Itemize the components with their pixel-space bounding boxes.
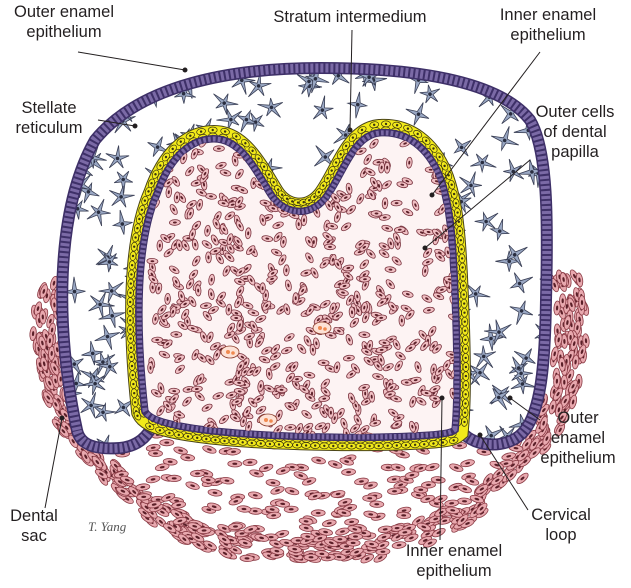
stellate-cell — [537, 64, 561, 89]
cell — [575, 273, 583, 288]
cell — [213, 146, 224, 152]
label-outer-enamel-epithelium-top: Outer enamel epithelium — [0, 2, 128, 42]
cell — [152, 337, 163, 343]
cell — [382, 198, 388, 209]
cell — [293, 293, 299, 304]
cell — [169, 219, 180, 225]
cell — [349, 307, 355, 318]
cell — [197, 527, 211, 534]
cell — [579, 296, 586, 310]
cell — [173, 446, 188, 456]
label-cervical-loop: Cervical loop — [515, 505, 607, 545]
label-outer-enamel-epithelium-right: Outer enamel epithelium — [526, 408, 630, 468]
cell — [322, 519, 337, 528]
cell — [359, 276, 370, 283]
cell — [391, 200, 402, 206]
cell — [167, 475, 181, 481]
cell — [324, 244, 335, 250]
cell — [318, 360, 329, 366]
cell — [275, 466, 290, 476]
cell — [371, 210, 382, 216]
cell — [260, 283, 266, 294]
cell — [457, 498, 471, 505]
capillary — [221, 346, 239, 358]
cell — [560, 294, 566, 308]
cell — [185, 480, 200, 490]
cell — [421, 481, 435, 488]
cell — [284, 486, 299, 496]
cell — [275, 500, 290, 508]
label-dental-sac: Dental sac — [4, 506, 64, 546]
cell — [384, 162, 390, 173]
cell — [328, 407, 334, 418]
cell — [464, 476, 479, 486]
cell — [370, 501, 384, 508]
cell — [444, 499, 459, 507]
cell — [399, 315, 405, 326]
cell — [561, 375, 567, 389]
capillary — [259, 414, 277, 426]
cell — [258, 463, 273, 473]
cell — [460, 458, 475, 467]
cell — [346, 540, 360, 547]
cell — [341, 468, 355, 475]
stellate-cell — [128, 64, 156, 93]
cell — [296, 219, 302, 230]
cell — [248, 491, 263, 500]
cell — [165, 293, 171, 304]
cell — [515, 471, 530, 485]
cell — [208, 489, 223, 497]
cell — [311, 510, 325, 517]
cell — [425, 462, 440, 472]
cell — [148, 450, 162, 457]
cell — [363, 510, 378, 518]
cell — [299, 523, 314, 532]
cell — [311, 456, 326, 465]
cell — [401, 379, 412, 386]
cell — [147, 258, 158, 264]
label-inner-enamel-epithelium-bottom: Inner enamel epithelium — [384, 541, 524, 581]
cell — [363, 495, 377, 501]
cell — [405, 471, 420, 480]
cell — [276, 387, 287, 393]
artist-signature: T. Yang — [88, 519, 126, 535]
cell — [237, 505, 252, 513]
cell — [390, 463, 405, 472]
cell — [283, 265, 289, 276]
cell — [387, 488, 401, 495]
cell — [155, 463, 170, 472]
cell — [228, 461, 242, 468]
cell — [169, 388, 180, 394]
cell — [180, 454, 195, 462]
stellate-cell — [54, 65, 86, 99]
cell — [270, 485, 285, 496]
cell — [171, 331, 182, 337]
stellate-cell — [531, 75, 562, 105]
cell — [245, 228, 251, 239]
cell — [202, 444, 217, 455]
cell — [157, 240, 163, 251]
cell — [190, 470, 204, 477]
cell — [148, 362, 154, 373]
cell — [331, 489, 346, 498]
cell — [231, 315, 242, 321]
cell — [174, 192, 181, 203]
cell — [348, 533, 362, 540]
cell — [195, 285, 201, 296]
cell — [457, 484, 472, 495]
label-inner-enamel-epithelium-top: Inner enamel epithelium — [478, 5, 618, 45]
cell — [160, 439, 174, 445]
cell — [136, 483, 151, 491]
cell — [243, 459, 257, 466]
capillary — [313, 322, 331, 334]
label-stellate-reticulum: Stellate reticulum — [0, 98, 98, 138]
cell — [146, 475, 161, 484]
cell — [397, 512, 411, 519]
cell — [266, 479, 281, 487]
label-stratum-intermedium: Stratum intermedium — [240, 7, 460, 27]
label-outer-cells-dental-papilla: Outer cells of dental papilla — [520, 102, 630, 162]
